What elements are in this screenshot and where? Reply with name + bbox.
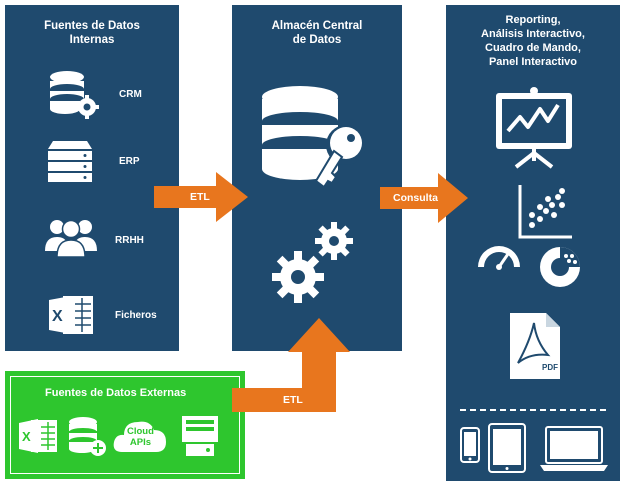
people-group-icon (45, 219, 97, 258)
database-gear-icon (50, 71, 99, 119)
etl-top-label: ETL (190, 191, 210, 203)
internal-title-line1: Fuentes de Datos (44, 20, 140, 32)
cloud-apis-icon (113, 421, 166, 452)
laptop-icon (540, 426, 608, 471)
internal-sources-title: Fuentes de Datos Internas (5, 19, 179, 47)
external-sources-title: Fuentes de Datos Externas (45, 387, 187, 399)
reporting-title: Reporting, Análisis Interactivo, Cuadro … (446, 13, 620, 69)
warehouse-title: Almacén Central de Datos (232, 19, 402, 47)
gears-icon (272, 222, 353, 303)
consulta-label: Consulta (393, 192, 438, 204)
server-rack-icon (48, 141, 92, 182)
ficheros-label: Ficheros (115, 310, 157, 321)
crm-label: CRM (119, 89, 142, 100)
scatter-plot-icon (518, 185, 572, 239)
excel-file-icon: X (49, 296, 93, 334)
reporting-title-line1: Reporting, (505, 14, 561, 26)
svg-text:X: X (52, 308, 63, 325)
tablet-icon (488, 423, 526, 473)
desktop-tower-icon (182, 416, 218, 456)
cloud-apis-label: Cloud APIs (127, 426, 154, 448)
reporting-title-line3: Cuadro de Mando, (485, 42, 581, 54)
cloud-label-line1: Cloud (127, 426, 154, 437)
gauge-icon (478, 246, 520, 270)
pdf-document-icon (510, 313, 560, 379)
internal-sources-panel: Fuentes de Datos Internas CRM ERP (5, 5, 179, 351)
cloud-label-line2: APIs (129, 437, 152, 448)
database-plus-icon (69, 417, 106, 456)
consulta-arrow (380, 173, 468, 223)
donut-chart-icon (540, 247, 580, 287)
excel-file-icon: X (19, 419, 57, 453)
reporting-panel: Reporting, Análisis Interactivo, Cuadro … (446, 5, 620, 481)
warehouse-title-line2: de Datos (292, 34, 342, 46)
external-sources-inner (10, 376, 240, 474)
etl-arrow-top (154, 172, 248, 222)
internal-title-line2: Internas (69, 34, 115, 46)
data-warehouse-panel: Almacén Central de Datos (232, 5, 402, 351)
etl-bottom-label: ETL (283, 394, 303, 406)
reporting-title-line2: Análisis Interactivo, (481, 28, 585, 40)
divider (460, 409, 606, 411)
svg-text:X: X (22, 429, 31, 444)
database-key-icon (262, 86, 366, 189)
phone-icon (460, 427, 480, 463)
erp-label: ERP (119, 156, 140, 167)
reporting-title-line4: Panel Interactivo (488, 56, 578, 68)
pdf-text: PDF (542, 363, 558, 372)
presentation-chart-icon (496, 87, 572, 169)
rrhh-label: RRHH (115, 235, 144, 246)
warehouse-title-line1: Almacén Central (271, 20, 363, 32)
etl-arrow-bottom (232, 318, 350, 412)
